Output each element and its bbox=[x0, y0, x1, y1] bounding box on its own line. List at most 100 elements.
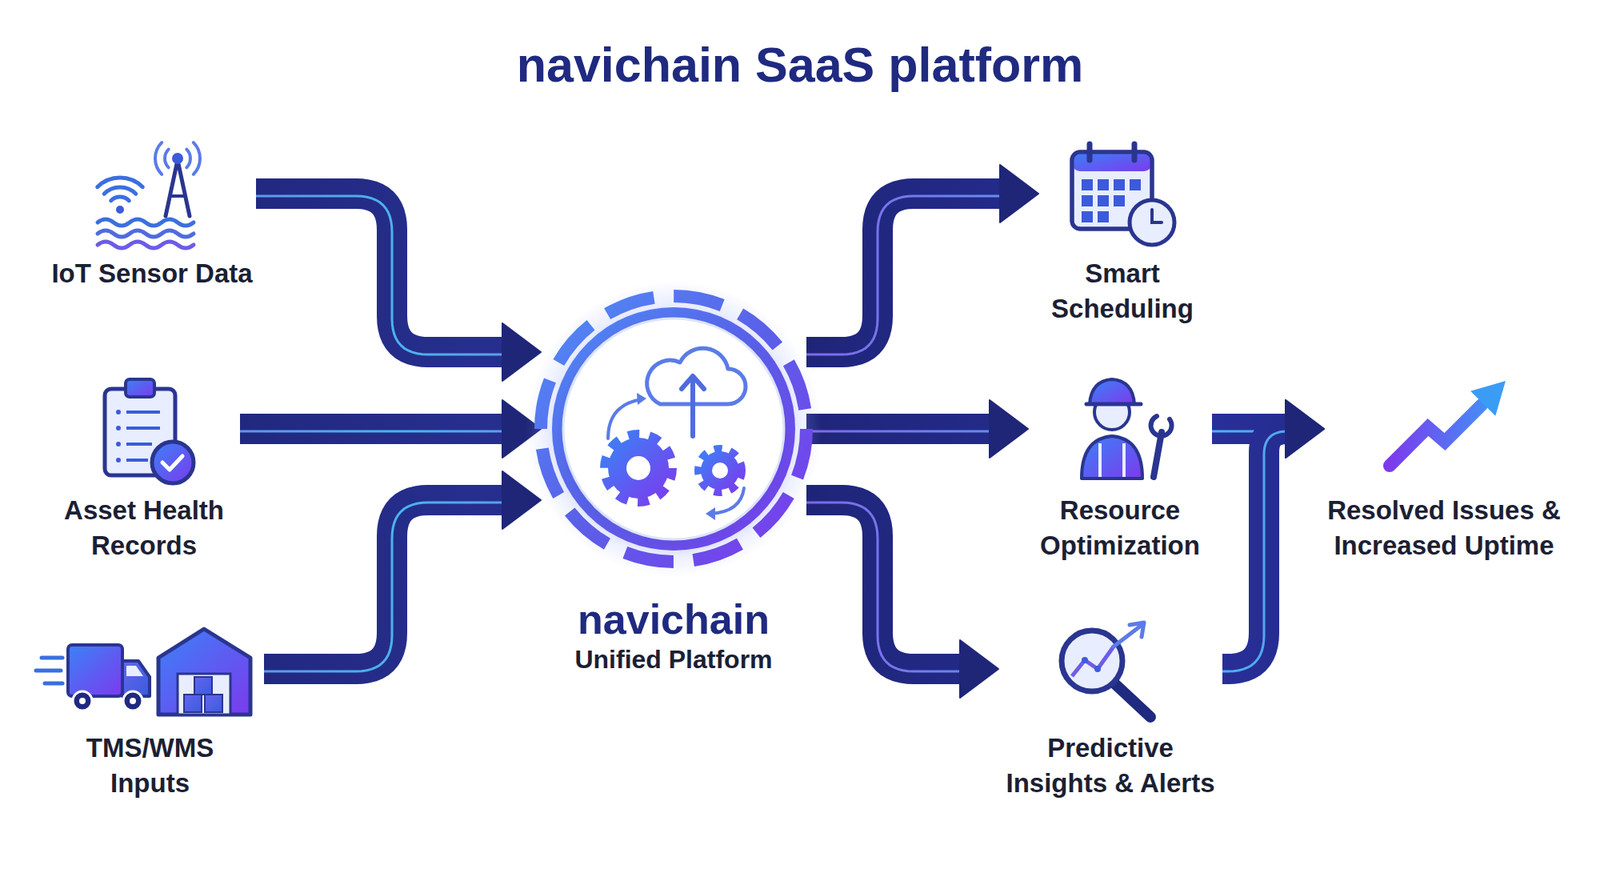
iot-sensor-icon-part bbox=[186, 149, 191, 168]
flow-arrow bbox=[264, 471, 541, 672]
iot-sensor-icon-part bbox=[155, 142, 162, 175]
truck-warehouse-icon-part bbox=[123, 691, 143, 711]
flow-node: navichainUnified Platform bbox=[540, 296, 807, 680]
clipboard-icon-part bbox=[126, 442, 152, 446]
flow-arrow bbox=[806, 400, 1028, 458]
arrow-head bbox=[502, 323, 541, 381]
calendar-icon-part bbox=[1097, 179, 1109, 191]
platform-hub-part bbox=[690, 377, 696, 436]
truck-warehouse-icon-part bbox=[68, 644, 123, 696]
arrow-highlight bbox=[240, 430, 504, 433]
flow-arrow bbox=[1222, 400, 1324, 672]
magnifier-chart-icon-part bbox=[1061, 630, 1123, 692]
flow-node: Smart Scheduling bbox=[1038, 136, 1207, 328]
calendar-icon-part bbox=[1097, 211, 1109, 223]
clipboard-icon bbox=[104, 379, 194, 484]
arrow-head bbox=[1000, 164, 1039, 223]
platform-hub-part bbox=[710, 488, 744, 514]
technician-icon-part bbox=[1153, 432, 1162, 477]
platform-hub-part bbox=[540, 296, 807, 562]
magnifier-chart-icon bbox=[1061, 622, 1151, 717]
arrow-band bbox=[240, 413, 504, 444]
calendar-icon-part bbox=[1132, 144, 1138, 160]
iot-sensor-icon-part bbox=[116, 205, 124, 214]
calendar-icon-part bbox=[1113, 179, 1125, 191]
trend-arrow-icon-part bbox=[1470, 380, 1506, 416]
arrow-head bbox=[960, 640, 999, 698]
magnifier-chart-icon-part bbox=[1113, 625, 1141, 647]
truck-warehouse-icon-part bbox=[72, 691, 92, 711]
calendar-icon-part bbox=[1113, 195, 1125, 207]
arrow-band bbox=[1222, 428, 1288, 669]
truck-warehouse-icon-part bbox=[177, 673, 231, 715]
clipboard-icon-part bbox=[152, 441, 194, 484]
magnifier-chart-icon-part bbox=[1094, 665, 1101, 672]
iot-sensor-icon-part bbox=[169, 194, 186, 198]
flow-node: Resource Optimization bbox=[1028, 376, 1212, 568]
iot-sensor-icon-part bbox=[172, 152, 184, 164]
flow-arrow bbox=[806, 500, 999, 698]
flow-node: Predictive Insights & Alerts bbox=[998, 620, 1223, 804]
calendar-icon-part bbox=[1152, 209, 1162, 223]
node-label: Smart Scheduling bbox=[1038, 256, 1207, 327]
clipboard-icon-part bbox=[116, 457, 121, 463]
truck-warehouse-icon-part bbox=[194, 676, 212, 695]
truck-warehouse-icon-part bbox=[44, 681, 63, 686]
clipboard-icon-part bbox=[116, 441, 121, 447]
clipboard-icon-part bbox=[162, 456, 183, 470]
flow-arrow bbox=[240, 400, 541, 458]
clipboard-icon-part bbox=[126, 410, 160, 414]
arrow-head bbox=[1285, 400, 1324, 458]
arrow-highlight bbox=[256, 196, 504, 355]
platform-hub-part bbox=[636, 392, 647, 405]
technician-icon-part bbox=[1089, 379, 1135, 404]
truck-warehouse-icon-part bbox=[79, 697, 86, 704]
platform-hub-part bbox=[608, 399, 642, 439]
iot-sensor-icon-part bbox=[97, 219, 194, 226]
truck-warehouse-icon-part bbox=[41, 656, 63, 660]
truck-warehouse-icon-part bbox=[36, 668, 61, 673]
diagram-title: navichain SaaS platform bbox=[0, 36, 1600, 93]
arrow-band bbox=[806, 413, 992, 444]
platform-hub-part bbox=[563, 318, 784, 540]
node-label: Asset Health Records bbox=[48, 492, 240, 564]
node-label: navichain bbox=[541, 595, 806, 644]
arrow-band bbox=[264, 500, 504, 669]
arrow-head bbox=[989, 400, 1028, 458]
iot-sensor-icon-part bbox=[97, 177, 144, 188]
technician-icon-part bbox=[1081, 436, 1143, 479]
platform-hub-part bbox=[705, 507, 716, 520]
arrow-band bbox=[806, 193, 1002, 352]
platform-hub-part bbox=[647, 348, 746, 404]
flow-arrow bbox=[256, 193, 541, 381]
truck-warehouse-icon-part bbox=[158, 628, 251, 715]
clipboard-icon-part bbox=[126, 458, 148, 462]
iot-sensor-icon-part bbox=[97, 230, 194, 237]
node-label: IoT Sensor Data bbox=[32, 256, 272, 292]
platform-hub bbox=[525, 280, 822, 577]
node-label: TMS/WMS Inputs bbox=[66, 730, 235, 801]
calendar-icon-part bbox=[1072, 152, 1152, 172]
truck-warehouse-icon-part bbox=[184, 694, 202, 712]
platform-hub-part bbox=[698, 448, 742, 492]
iot-sensor-icon-part bbox=[193, 142, 200, 175]
trend-arrow-icon bbox=[1389, 380, 1506, 466]
arrow-band bbox=[256, 193, 504, 352]
magnifier-chart-icon-part bbox=[1129, 622, 1144, 637]
arrow-highlight bbox=[806, 196, 1002, 355]
trend-arrow-icon-part bbox=[1389, 404, 1482, 466]
iot-sensor-icon-part bbox=[97, 241, 194, 248]
arrow-highlight bbox=[806, 502, 962, 672]
calendar-icon-part bbox=[1129, 200, 1175, 245]
calendar-icon-part bbox=[1081, 179, 1093, 191]
node-label: Resource Optimization bbox=[1028, 492, 1212, 564]
iot-sensor-icon-part bbox=[104, 187, 136, 194]
calendar-icon-part bbox=[1097, 195, 1109, 207]
clipboard-icon-part bbox=[126, 426, 160, 430]
platform-hub-part bbox=[626, 456, 651, 480]
flow-node: TMS/WMS Inputs bbox=[36, 620, 264, 804]
clipboard-icon-part bbox=[116, 409, 121, 415]
